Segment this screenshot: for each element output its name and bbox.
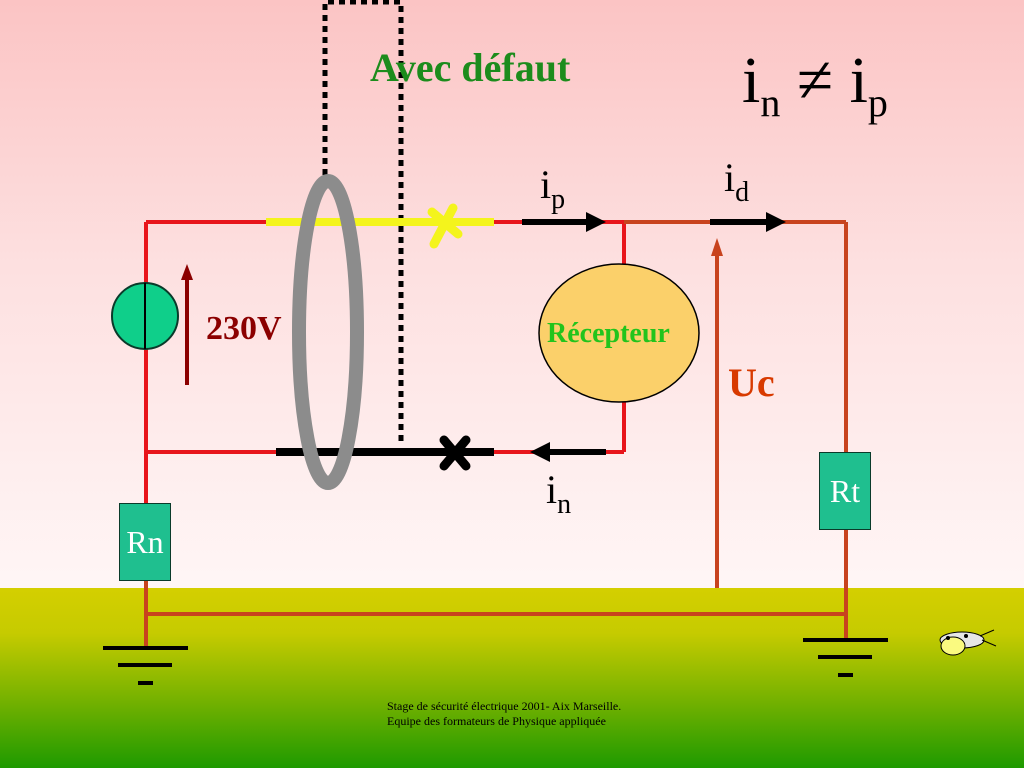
toroid-sensor [292,174,364,490]
dotted-sensor-loop [322,0,404,445]
eq-operator: ≠ [796,44,834,117]
eq-rhs-sub: p [867,80,888,125]
label-230v: 230V [206,310,282,347]
label-in: in [546,470,571,519]
id-sub: d [735,176,750,208]
receiver-shape [538,263,700,403]
resistor-rn: Rn [119,503,171,581]
id-symbol: i [724,155,736,200]
label-recepteur: Récepteur [547,318,670,349]
inequality-equation: in ≠ ip [742,48,888,123]
in-sub: n [557,488,572,520]
arrow-in [530,442,606,462]
eq-rhs: i [849,44,868,117]
footer-line-2: Equipe des formateurs de Physique appliq… [387,714,606,728]
ip-symbol: i [540,162,552,207]
resistor-rt: Rt [819,452,871,530]
phase-break-mark [427,203,463,249]
decoration-snail-icon [939,629,997,656]
label-id: id [724,158,749,207]
footer-line-1: Stage de sécurité électrique 2001- Aix M… [387,699,622,713]
arrow-ip [522,212,606,232]
slide-title: Avec défaut [370,45,571,90]
ground-area [0,588,1024,768]
eq-lhs: i [742,44,761,117]
in-symbol: i [546,467,558,512]
arrow-230v [181,264,193,385]
fault-path-wires [144,220,848,648]
label-uc: Uc [728,360,775,405]
earth-symbol-right [803,638,888,677]
label-ip: ip [540,165,565,214]
eq-lhs-sub: n [760,80,781,125]
neutral-break-mark [439,435,471,471]
earth-symbol-left [103,646,188,685]
ip-sub: p [551,183,566,215]
arrow-uc [711,238,723,588]
slide-footer: Stage de sécurité électrique 2001- Aix M… [387,699,621,729]
arrow-id [710,212,786,232]
